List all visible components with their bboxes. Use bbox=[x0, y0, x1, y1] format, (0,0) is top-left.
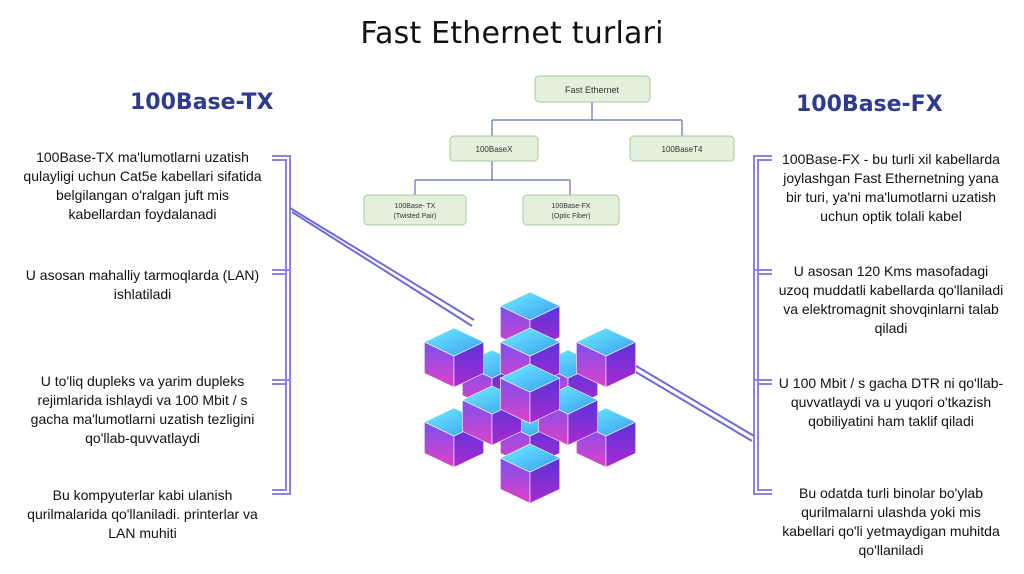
left-item-1: 100Base-TX ma'lumotlarni uzatish qulayli… bbox=[23, 149, 262, 222]
left-item-2: U asosan mahalliy tarmoqlarda (LAN) ishl… bbox=[25, 267, 260, 302]
cube-14 bbox=[499, 443, 561, 504]
cube-4 bbox=[423, 327, 485, 388]
diagonal-connector bbox=[289, 207, 755, 442]
left-item-4: Bu kompyuterlar kabi ulanish qurilmalari… bbox=[27, 487, 258, 541]
node-100base-tx-line1: 100Base- TX bbox=[395, 203, 436, 210]
right-bracket bbox=[753, 155, 772, 495]
node-100base-fx: 100Base-FX (Optic Fiber) bbox=[522, 194, 620, 226]
node-100basex: 100BaseX bbox=[449, 135, 539, 162]
right-item-2: U asosan 120 Kms masofadagi uzoq muddatl… bbox=[778, 263, 1004, 336]
node-100base-fx-line1: 100Base-FX bbox=[552, 203, 591, 210]
node-100base-fx-line2: (Optic Fiber) bbox=[552, 213, 591, 220]
node-fast-ethernet: Fast Ethernet bbox=[534, 75, 651, 103]
right-item-1: 100Base-FX - bu turli xil kabellarda joy… bbox=[782, 151, 1000, 224]
node-100basex-label: 100BaseX bbox=[476, 145, 514, 154]
left-item-3: U to'liq dupleks va yarim dupleks rejiml… bbox=[30, 373, 255, 446]
node-100base-tx-line2: (Twisted Pair) bbox=[394, 213, 437, 220]
cube-13 bbox=[499, 363, 561, 424]
page-title: Fast Ethernet turlari bbox=[360, 16, 664, 51]
node-100baset4: 100BaseT4 bbox=[629, 135, 735, 162]
left-bracket bbox=[272, 155, 291, 495]
node-fast-ethernet-label: Fast Ethernet bbox=[565, 85, 620, 95]
right-item-3: U 100 Mbit / s gacha DTR ni qo'llab-quvv… bbox=[778, 375, 1004, 429]
cube-6 bbox=[575, 327, 637, 388]
node-100base-tx: 100Base- TX (Twisted Pair) bbox=[363, 194, 467, 226]
right-heading: 100Base-FX bbox=[796, 92, 943, 117]
tree-lines bbox=[414, 102, 683, 195]
left-heading: 100Base-TX bbox=[130, 90, 274, 115]
node-100baset4-label: 100BaseT4 bbox=[662, 145, 703, 154]
right-item-4: Bu odatda turli binolar bo'ylab qurilmal… bbox=[782, 485, 1000, 558]
